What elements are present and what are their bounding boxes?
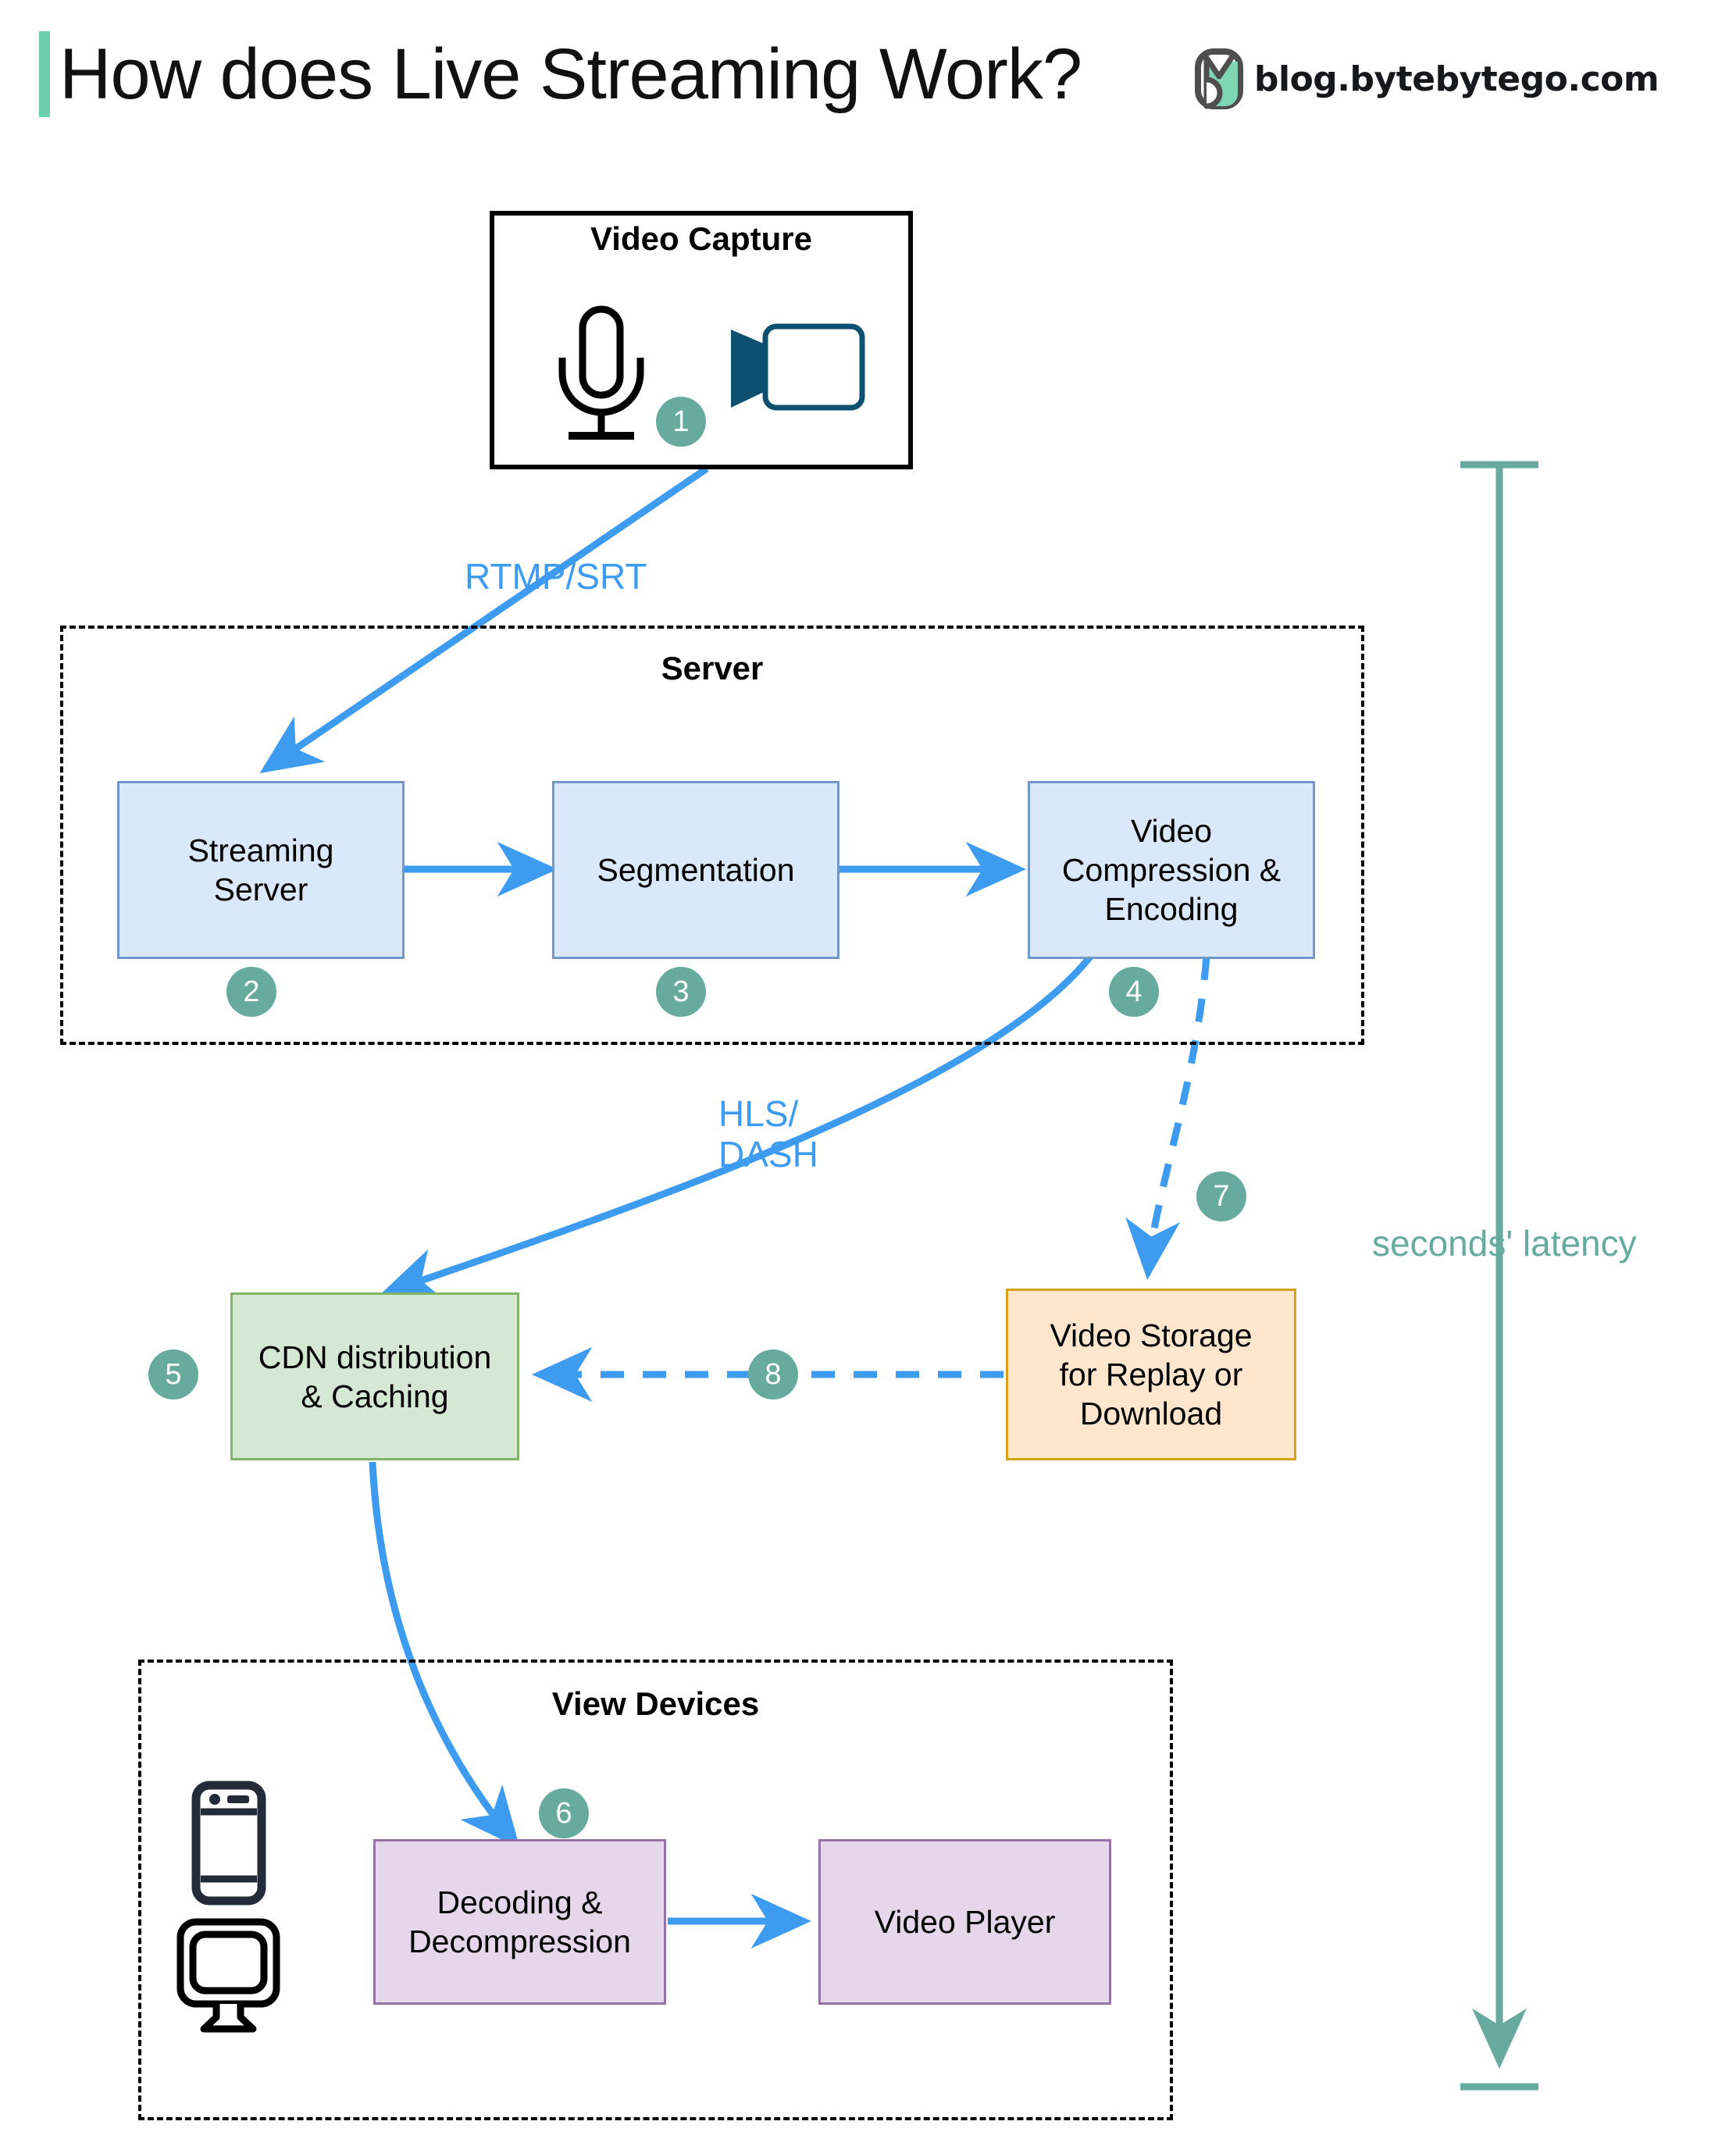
brand-url: blog.bytebytego.com <box>1254 59 1659 99</box>
node-segmentation: Segmentation <box>552 781 839 959</box>
monitor-icon <box>176 1917 281 2038</box>
step-badge-4: 4 <box>1109 967 1159 1017</box>
microphone-icon <box>547 303 656 447</box>
edge-label-hls-dash: HLS/DASH <box>718 1093 818 1175</box>
brand: blog.bytebytego.com <box>1195 48 1659 109</box>
page-title: How does Live Streaming Work? <box>59 34 1082 114</box>
edge-label-rtmp-srt: RTMP/SRT <box>465 556 647 597</box>
step-badge-7: 7 <box>1196 1171 1246 1221</box>
node-cdn-distribution-caching: CDN distribution& Caching <box>230 1292 519 1460</box>
node-cdn-label: CDN distribution& Caching <box>258 1339 492 1414</box>
step-badge-3: 3 <box>656 967 706 1017</box>
server-group-title: Server <box>661 650 764 686</box>
node-video-player: Video Player <box>818 1839 1111 2005</box>
node-decoding-decompression: Decoding &Decompression <box>373 1839 666 2005</box>
node-video-player-label: Video Player <box>874 1904 1056 1940</box>
step-badge-6: 6 <box>539 1788 589 1838</box>
node-decoding-label: Decoding &Decompression <box>408 1884 631 1959</box>
view-devices-group-title: View Devices <box>551 1685 760 1722</box>
phone-icon <box>191 1781 266 1909</box>
title-accent-bar <box>39 31 50 117</box>
server-group <box>60 626 1364 1045</box>
bytebytego-logo-icon <box>1195 48 1243 109</box>
latency-label: seconds' latency <box>1372 1223 1637 1264</box>
step-badge-1: 1 <box>656 397 706 447</box>
node-segmentation-label: Segmentation <box>597 852 795 888</box>
step-badge-8: 8 <box>748 1349 798 1399</box>
edge-label-hls-dash-text: HLS/DASH <box>718 1093 818 1175</box>
video-capture-title: Video Capture <box>590 220 812 257</box>
step-badge-2: 2 <box>226 967 276 1017</box>
step-badge-5: 5 <box>148 1349 198 1399</box>
view-devices-group <box>138 1660 1173 2120</box>
video-camera-icon <box>718 320 867 418</box>
